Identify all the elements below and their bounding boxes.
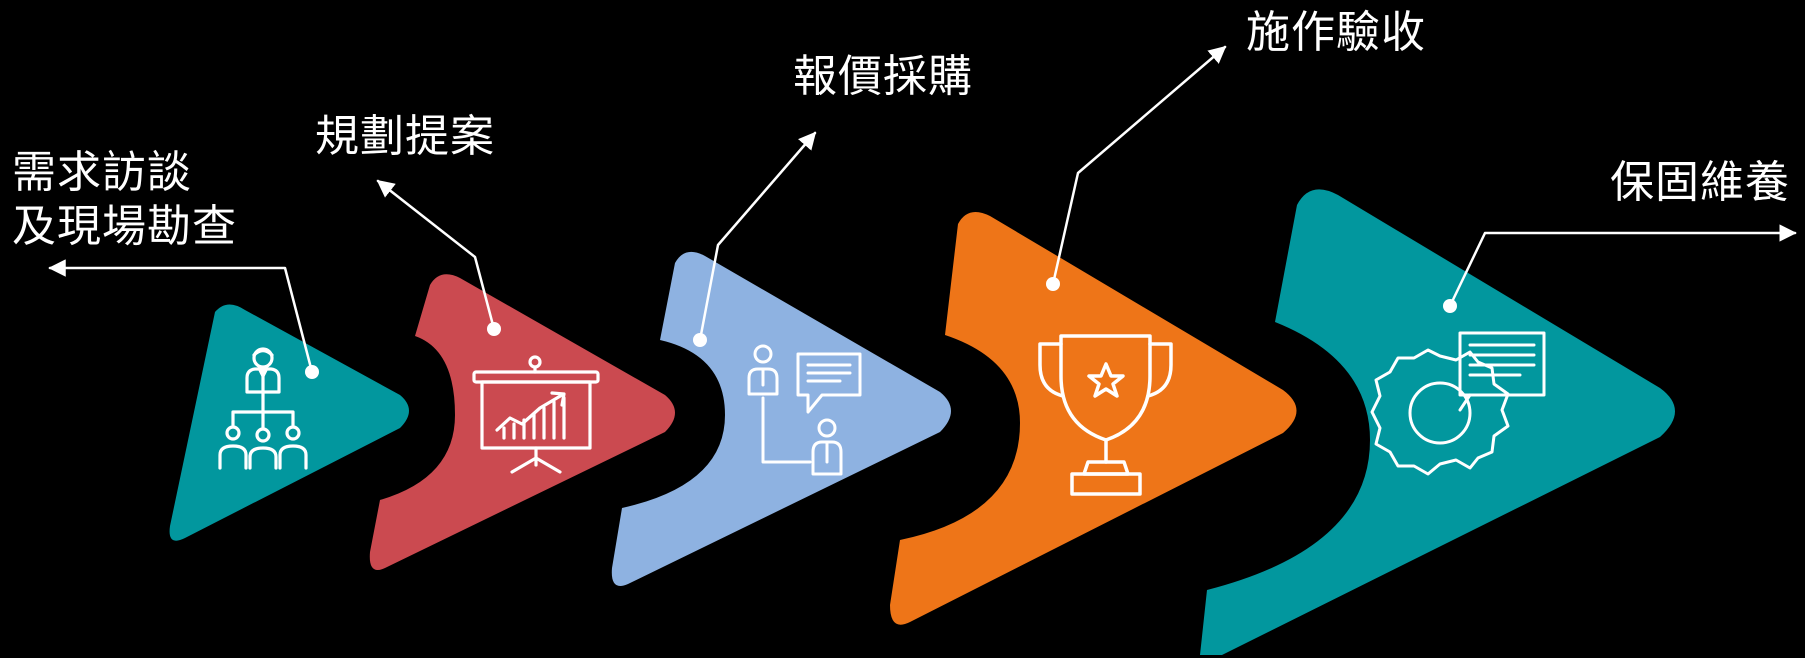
gear-report-icon bbox=[1370, 331, 1546, 476]
org-chart-presenter-icon bbox=[218, 347, 308, 470]
step-2-label-line-1: 規劃提案 bbox=[315, 111, 495, 162]
step-1-chevron bbox=[169, 304, 409, 541]
step-1-label: 需求訪談 及現場勘查 bbox=[12, 146, 237, 254]
trophy-star-icon bbox=[1038, 334, 1173, 496]
step-4-label: 施作驗收 bbox=[1246, 6, 1426, 60]
step-5-label: 保固維養 bbox=[1610, 156, 1790, 210]
step-1-connector bbox=[48, 259, 314, 374]
step-5-label-line-1: 保固維養 bbox=[1610, 157, 1790, 208]
step-4-connector-dot bbox=[1046, 277, 1060, 291]
step-1-label-line-2: 及現場勘查 bbox=[12, 201, 237, 252]
negotiation-chat-people-icon bbox=[747, 344, 862, 476]
step-5-connector bbox=[1448, 224, 1797, 308]
step-2-connector bbox=[376, 179, 496, 331]
step-2-label: 規劃提案 bbox=[315, 110, 495, 164]
step-1-connector-dot bbox=[305, 365, 319, 379]
presentation-board-growth-chart-icon bbox=[472, 355, 600, 474]
step-1-label-line-1: 需求訪談 bbox=[12, 147, 192, 198]
step-5-chevron bbox=[1200, 189, 1675, 655]
step-5-connector-dot bbox=[1443, 299, 1457, 313]
step-2-connector-dot bbox=[487, 322, 501, 336]
step-3-label: 報價採購 bbox=[793, 50, 973, 104]
step-3-connector-dot bbox=[693, 333, 707, 347]
step-4-chevron bbox=[890, 211, 1297, 625]
step-4-label-line-1: 施作驗收 bbox=[1246, 7, 1426, 58]
step-3-connector bbox=[698, 131, 817, 342]
step-3-label-line-1: 報價採購 bbox=[793, 51, 973, 102]
step-4-connector bbox=[1051, 45, 1227, 286]
